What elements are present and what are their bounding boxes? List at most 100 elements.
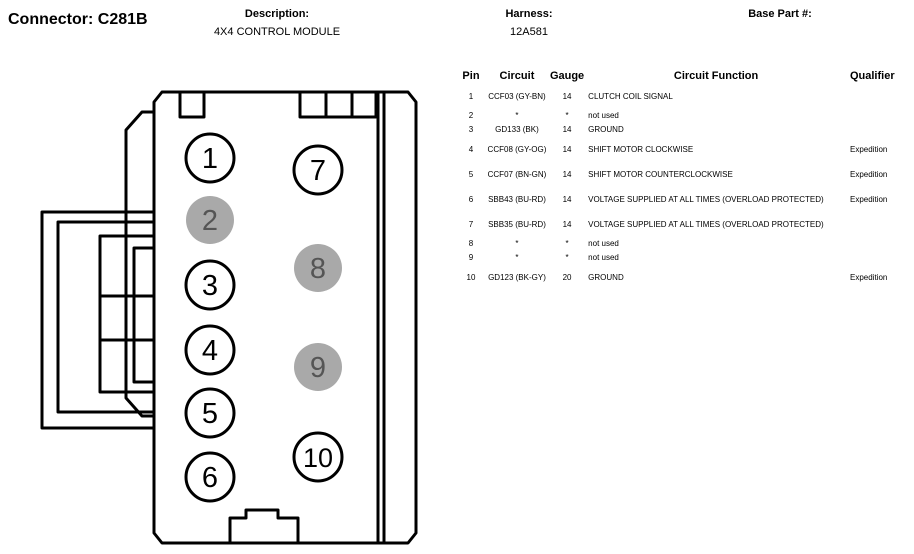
table-header-row: Pin Circuit Gauge Circuit Function Quali… — [458, 68, 914, 84]
cell-circuit: SBB43 (BU-RD) — [488, 194, 546, 204]
connector-housing — [40, 90, 418, 545]
pin-number: 10 — [303, 443, 333, 473]
cell-circuit: CCF03 (GY-BN) — [488, 91, 546, 101]
cell-pin: 4 — [468, 144, 474, 154]
cell-function: not used — [588, 253, 619, 262]
cell-qualifier — [844, 123, 914, 137]
pin-5: 5 — [184, 387, 236, 439]
cell-circuit: * — [515, 253, 519, 262]
cell-qualifier — [844, 84, 914, 109]
pin-9: 9 — [294, 343, 342, 391]
table-row: 3 GD133 (BK) 14 GROUND — [458, 123, 914, 137]
cell-qualifier: Expedition — [849, 272, 888, 282]
cell-qualifier: Expedition — [849, 169, 888, 179]
pin-circle — [294, 343, 342, 391]
pin-circle — [186, 196, 234, 244]
pin-circle — [184, 324, 236, 376]
pin-number: 8 — [310, 253, 326, 285]
harness-value: 12A581 — [510, 26, 548, 38]
description-label: Description: — [244, 8, 310, 20]
cell-pin: 1 — [468, 91, 474, 101]
pin-circle — [184, 132, 236, 184]
description-value: 4X4 CONTROL MODULE — [213, 26, 341, 38]
cell-gauge: 20 — [562, 272, 572, 282]
table-row: 4 CCF08 (GY-OG) 14 SHIFT MOTOR CLOCKWISE… — [458, 137, 914, 162]
col-header-gauge: Gauge — [549, 70, 585, 82]
table-row: 10 GD123 (BK-GY) 20 GROUND Expedition — [458, 265, 914, 290]
cell-pin: 7 — [468, 219, 474, 229]
cell-pin: 10 — [466, 272, 476, 282]
connector-diagram: 1 2 3 4 5 6 7 8 9 10 — [40, 90, 418, 545]
pin-number: 1 — [202, 143, 218, 175]
pin-6: 6 — [184, 451, 236, 503]
pin-circle — [294, 244, 342, 292]
cell-qualifier — [844, 237, 914, 251]
cell-gauge: * — [565, 239, 569, 248]
cell-pin: 5 — [468, 169, 474, 179]
table-row: 6 SBB43 (BU-RD) 14 VOLTAGE SUPPLIED AT A… — [458, 187, 914, 212]
cell-pin: 8 — [468, 239, 474, 248]
cell-function: SHIFT MOTOR COUNTERCLOCKWISE — [588, 169, 733, 179]
cell-circuit: GD133 (BK) — [495, 125, 539, 134]
cell-qualifier: Expedition — [849, 144, 888, 154]
cell-function: VOLTAGE SUPPLIED AT ALL TIMES (OVERLOAD … — [588, 194, 824, 204]
pin-4: 4 — [184, 324, 236, 376]
cell-gauge: 14 — [562, 194, 572, 204]
cell-gauge: 14 — [562, 169, 572, 179]
cell-pin: 9 — [468, 253, 474, 262]
pin-number: 2 — [202, 205, 218, 237]
cell-function: CLUTCH COIL SIGNAL — [588, 91, 673, 101]
cell-gauge: 14 — [562, 91, 572, 101]
table-row: 2 * * not used — [458, 109, 914, 123]
table-row: 7 SBB35 (BU-RD) 14 VOLTAGE SUPPLIED AT A… — [458, 212, 914, 237]
pin-number: 7 — [310, 155, 326, 187]
cell-qualifier: Expedition — [849, 194, 888, 204]
table-row: 8 * * not used — [458, 237, 914, 251]
table-row: 9 * * not used — [458, 251, 914, 265]
pin-circle — [292, 431, 344, 483]
col-header-qualifier: Qualifier — [849, 70, 895, 82]
col-header-pin: Pin — [462, 70, 480, 82]
pin-number: 4 — [202, 335, 218, 367]
col-header-circuit: Circuit — [499, 70, 535, 82]
pin-number: 5 — [202, 398, 218, 430]
cell-circuit: CCF07 (BN-GN) — [487, 169, 547, 179]
cell-pin: 6 — [468, 194, 474, 204]
pinout-table: Pin Circuit Gauge Circuit Function Quali… — [458, 68, 914, 290]
cell-circuit: CCF08 (GY-OG) — [487, 144, 547, 154]
cell-qualifier — [844, 212, 914, 237]
pin-number: 6 — [202, 462, 218, 494]
connector-title: Connector: C281B — [8, 11, 148, 28]
cell-function: VOLTAGE SUPPLIED AT ALL TIMES (OVERLOAD … — [588, 219, 824, 229]
pin-number: 3 — [202, 270, 218, 302]
pin-circle — [184, 259, 236, 311]
cell-circuit: * — [515, 111, 519, 120]
base-part-label: Base Part #: — [748, 8, 812, 20]
cell-function: SHIFT MOTOR CLOCKWISE — [588, 144, 694, 154]
cell-function: GROUND — [588, 125, 624, 134]
cell-function: GROUND — [588, 272, 624, 282]
cell-gauge: * — [565, 253, 569, 262]
cell-circuit: * — [515, 239, 519, 248]
pin-layout: 1 2 3 4 5 6 7 8 9 10 — [184, 132, 344, 503]
pin-circle — [184, 451, 236, 503]
pin-circle — [292, 144, 344, 196]
cell-pin: 2 — [468, 111, 474, 120]
table-row: 1 CCF03 (GY-BN) 14 CLUTCH COIL SIGNAL — [458, 84, 914, 109]
cell-function: not used — [588, 239, 619, 248]
cell-gauge: * — [565, 111, 569, 120]
cell-circuit: SBB35 (BU-RD) — [488, 219, 546, 229]
pin-number: 9 — [310, 352, 326, 384]
pin-2: 2 — [186, 196, 234, 244]
pin-1: 1 — [184, 132, 236, 184]
cell-gauge: 14 — [562, 144, 572, 154]
pin-8: 8 — [294, 244, 342, 292]
cell-qualifier — [844, 251, 914, 265]
pin-7: 7 — [292, 144, 344, 196]
cell-pin: 3 — [468, 125, 474, 134]
cell-qualifier — [844, 109, 914, 123]
cell-function: not used — [588, 111, 619, 120]
pin-10: 10 — [292, 431, 344, 483]
harness-label: Harness: — [505, 8, 553, 20]
pin-3: 3 — [184, 259, 236, 311]
